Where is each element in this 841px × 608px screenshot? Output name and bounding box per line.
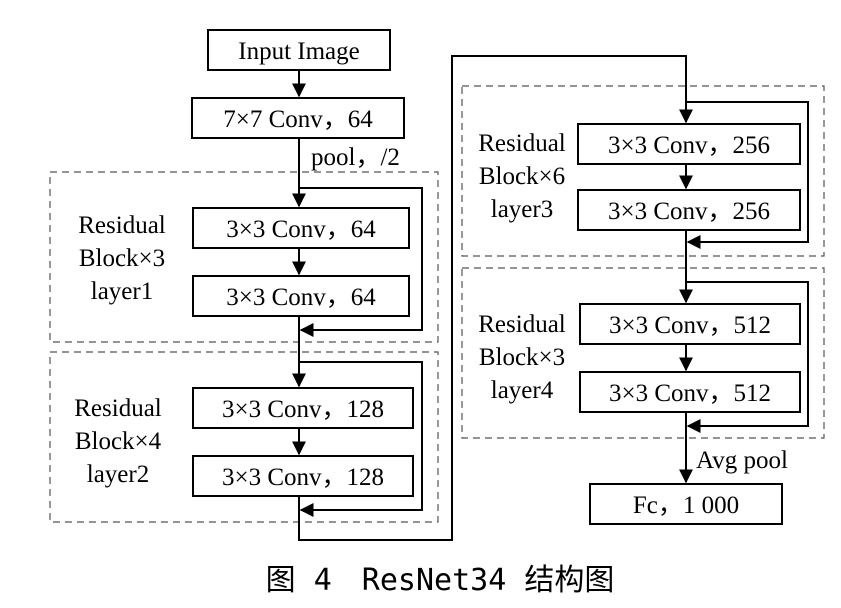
layer1-label-line2: Block×3: [79, 245, 165, 272]
layer2-frame: [49, 351, 439, 523]
input-image-label: Input Image: [238, 38, 359, 65]
layer3-group-label: Residual Block×6 layer3: [478, 130, 566, 223]
layer2-conv-a-label: 3×3 Conv，128: [222, 396, 384, 423]
layer2-group-label: Residual Block×4 layer2: [74, 395, 162, 488]
skip-layer4: [686, 281, 809, 433]
figure-caption: 图 4 ResNet34 结构图: [266, 563, 615, 598]
fc-box: Fc，1 000: [589, 483, 783, 525]
layer1-conv-a-box: 3×3 Conv，64: [192, 207, 410, 249]
layer3-label-line1: Residual: [478, 130, 566, 157]
layer3-frame: [461, 85, 825, 257]
skip-layer2: [299, 361, 423, 517]
layer3-conv-a-label: 3×3 Conv，256: [608, 132, 770, 159]
layer2-conv-b-box: 3×3 Conv，128: [192, 455, 414, 497]
layer1-group-label: Residual Block×3 layer1: [78, 212, 166, 305]
layer1-conv-b-box: 3×3 Conv，64: [192, 275, 410, 317]
layer3-conv-b-box: 3×3 Conv，256: [577, 189, 801, 231]
layer4-conv-a-box: 3×3 Conv，512: [579, 303, 801, 345]
layer2-conv-a-box: 3×3 Conv，128: [192, 387, 414, 429]
layer3-conv-b-label: 3×3 Conv，256: [608, 198, 770, 225]
layer2-label-line2: Block×4: [75, 428, 162, 455]
layer1-frame: [49, 171, 439, 343]
layer1-label-line1: Residual: [78, 212, 166, 239]
layer3-conv-a-box: 3×3 Conv，256: [577, 123, 801, 165]
layer2-conv-b-label: 3×3 Conv，128: [222, 464, 384, 491]
layer4-group-label: Residual Block×3 layer4: [478, 311, 566, 404]
layer4-label-line3: layer4: [491, 377, 554, 404]
layer3-label-line3: layer3: [491, 196, 553, 223]
layer3-label-line2: Block×6: [479, 163, 565, 190]
pool-label: pool，/2: [311, 144, 400, 171]
layer2-label-line1: Residual: [74, 395, 162, 422]
conv7-label: 7×7 Conv，64: [223, 106, 373, 133]
avg-pool-label: Avg pool: [696, 447, 788, 474]
layer4-conv-b-label: 3×3 Conv，512: [609, 380, 771, 407]
layer1-label-line3: layer1: [91, 278, 153, 305]
skip-layer3: [686, 101, 809, 249]
input-image-box: Input Image: [207, 29, 391, 71]
conv7-box: 7×7 Conv，64: [191, 97, 405, 139]
layer4-frame: [461, 267, 825, 439]
layer4-label-line1: Residual: [478, 311, 566, 338]
skip-layer1: [299, 187, 423, 337]
layer1-conv-b-label: 3×3 Conv，64: [226, 284, 376, 311]
fc-label: Fc，1 000: [633, 492, 739, 519]
layer1-conv-a-label: 3×3 Conv，64: [226, 216, 376, 243]
layer4-conv-a-label: 3×3 Conv，512: [609, 312, 771, 339]
layer4-conv-b-box: 3×3 Conv，512: [579, 371, 801, 413]
arrow-layer2-to-layer3: [298, 55, 693, 541]
layer2-label-line3: layer2: [87, 461, 149, 488]
layer4-label-line2: Block×3: [479, 344, 565, 371]
